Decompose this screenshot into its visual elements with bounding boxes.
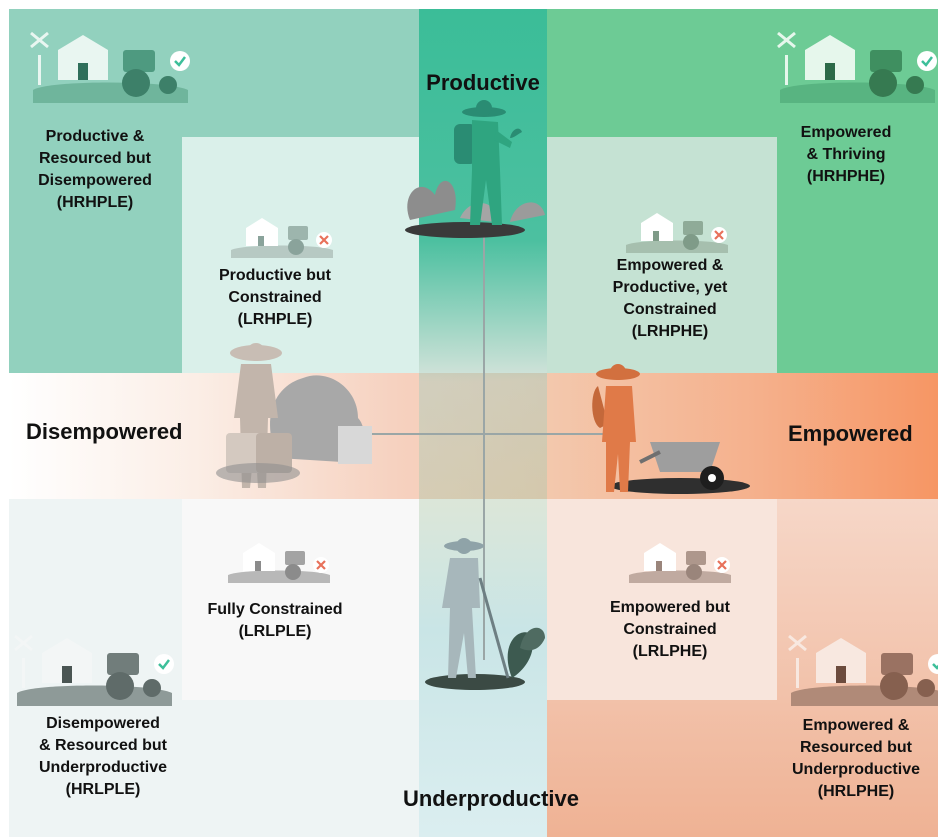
label-lrlphe: Empowered but Constrained (LRLPHE) <box>609 599 730 660</box>
top-right-inner-zone <box>547 137 777 373</box>
label-hrlple: Disempowered & Resourced but Underproduc… <box>38 715 167 798</box>
farmer-with-hoe-illustration <box>425 538 545 690</box>
farmer-with-wheelbarrow-illustration <box>592 364 750 494</box>
farm-tractor-cross-icon <box>626 213 728 253</box>
label-lrhple: Productive but Constrained (LRHPLE) <box>218 267 331 328</box>
axis-label-disempowered: Disempowered <box>26 419 183 444</box>
farm-tractor-check-icon <box>30 31 190 103</box>
farm-tractor-check-icon <box>788 634 938 706</box>
bottom-right-inner-zone <box>547 499 777 700</box>
axis-label-productive: Productive <box>426 70 540 95</box>
farm-tractor-check-icon <box>14 634 174 706</box>
farm-tractor-cross-icon <box>228 543 330 583</box>
farm-tractor-cross-icon <box>231 218 333 258</box>
bottom-left-inner-zone <box>182 499 419 700</box>
label-hrhphe: Empowered & Thriving (HRHPHE) <box>800 124 892 185</box>
farm-tractor-cross-icon <box>629 543 731 583</box>
label-hrhple: Productive & Resourced but Disempowered … <box>38 128 152 211</box>
farmer-with-bags-illustration <box>216 343 372 488</box>
axis-label-empowered: Empowered <box>788 421 913 446</box>
label-hrlphe: Empowered & Resourced but Underproductiv… <box>791 717 920 800</box>
label-lrhphe: Empowered & Productive, yet Constrained … <box>612 257 728 340</box>
farm-tractor-check-icon <box>777 31 937 103</box>
label-lrlple: Fully Constrained (LRLPLE) <box>207 601 343 640</box>
axis-label-underproductive: Underproductive <box>402 786 580 811</box>
farmer-with-basket-illustration <box>405 100 545 238</box>
